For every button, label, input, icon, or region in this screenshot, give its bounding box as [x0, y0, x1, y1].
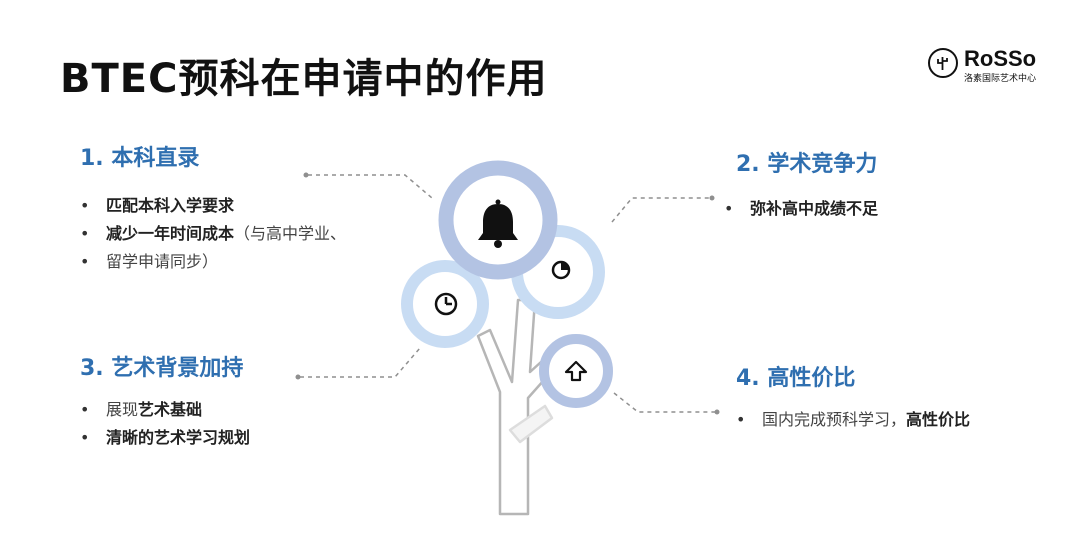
section-4-list: 国内完成预科学习，高性价比 — [736, 406, 970, 434]
list-item: 清晰的艺术学习规划 — [80, 424, 250, 452]
connector-dot — [714, 409, 720, 415]
logo-brand: RoSSo — [964, 46, 1037, 71]
clock-icon — [434, 292, 458, 316]
logo: RoSSo 洛素国际艺术中心 — [928, 46, 1048, 86]
list-item: 匹配本科入学要求 — [80, 192, 346, 220]
connector-3 — [300, 347, 421, 378]
connector-4 — [613, 392, 715, 413]
connector-dot — [709, 195, 715, 201]
section-heading-2: 2. 学术竞争力 — [736, 152, 878, 177]
list-item: 弥补高中成绩不足 — [724, 195, 878, 223]
section-1-list: 匹配本科入学要求 减少一年时间成本（与高中学业、 留学申请同步） — [80, 192, 346, 276]
logo-cactus-icon — [928, 48, 958, 78]
logo-subtitle: 洛素国际艺术中心 — [964, 74, 1037, 84]
connector-dot — [295, 374, 301, 380]
connector-2 — [611, 197, 710, 223]
section-heading-1: 1. 本科直录 — [80, 146, 200, 171]
section-3-list: 展现艺术基础 清晰的艺术学习规划 — [80, 396, 250, 452]
pie-chart-icon — [551, 260, 571, 280]
connector-lines — [300, 174, 715, 413]
connector-1 — [308, 174, 433, 199]
list-item-continuation: 留学申请同步） — [80, 248, 346, 276]
bell-icon — [478, 199, 518, 248]
list-item: 国内完成预科学习，高性价比 — [736, 406, 970, 434]
list-item: 减少一年时间成本（与高中学业、 — [80, 220, 346, 248]
connector-dot — [303, 172, 309, 178]
list-item: 展现艺术基础 — [80, 396, 250, 424]
up-arrow-icon — [564, 360, 588, 382]
section-heading-3: 3. 艺术背景加持 — [80, 356, 244, 381]
section-2-list: 弥补高中成绩不足 — [724, 195, 878, 223]
section-heading-4: 4. 高性价比 — [736, 366, 856, 391]
tree-trunk — [476, 298, 562, 516]
circle-lower — [539, 334, 613, 408]
page-title: BTEC预科在申请中的作用 — [60, 56, 548, 102]
